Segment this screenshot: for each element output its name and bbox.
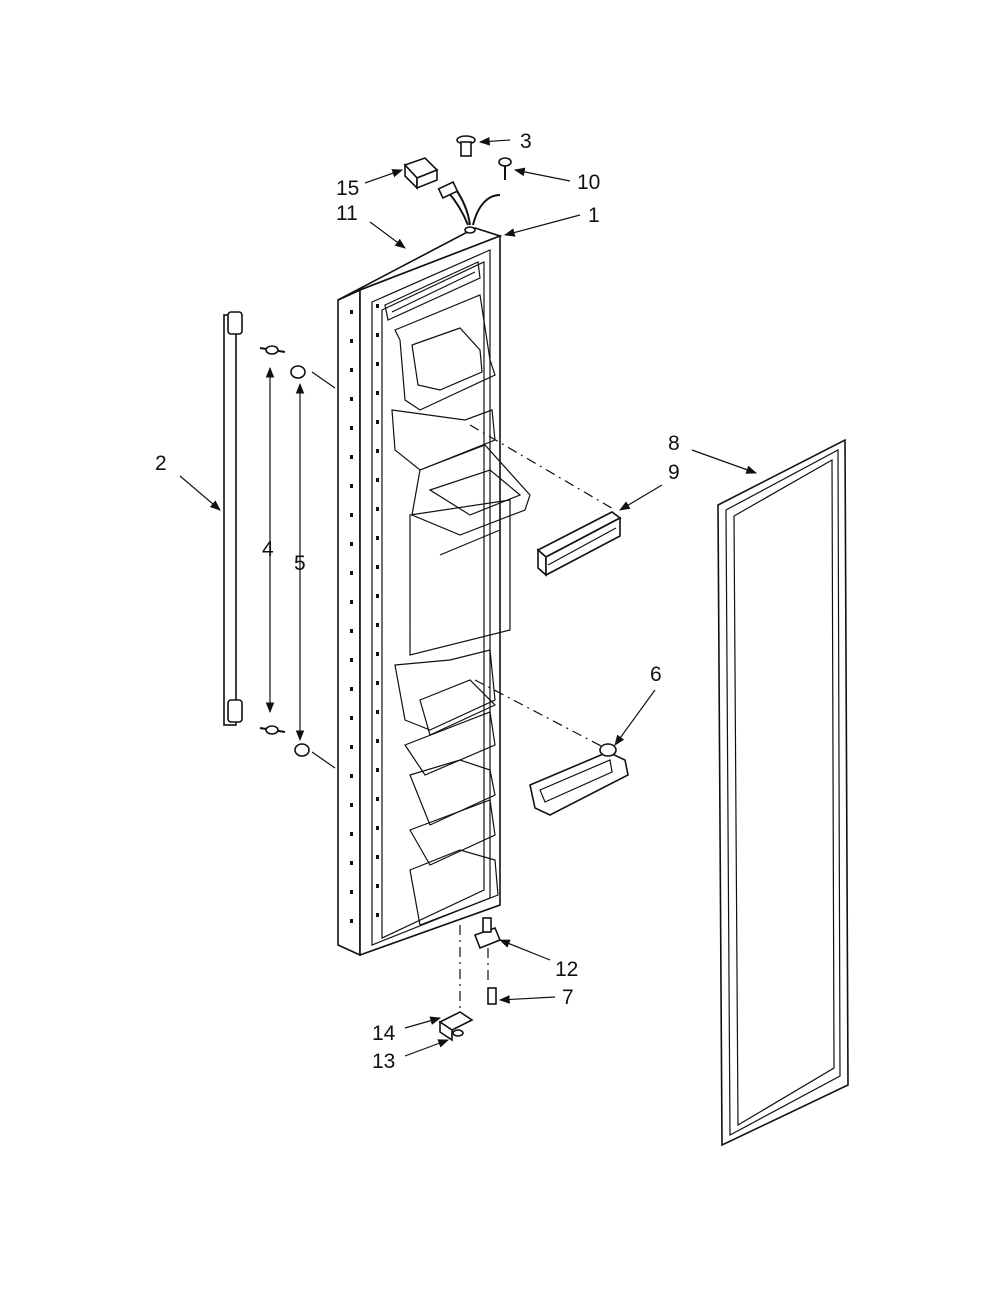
edge-hole xyxy=(376,797,379,801)
door-assembly xyxy=(337,227,503,957)
edge-hole xyxy=(376,536,379,540)
callout-3: 3 xyxy=(520,130,532,153)
leader-arrows xyxy=(179,137,758,1057)
callout-8: 8 xyxy=(668,432,680,455)
edge-hole xyxy=(350,368,353,372)
edge-hole xyxy=(350,745,353,749)
edge-hole xyxy=(376,681,379,685)
callout-4: 4 xyxy=(262,538,274,561)
edge-hole xyxy=(350,513,353,517)
callout-2: 2 xyxy=(155,452,167,475)
edge-hole xyxy=(350,600,353,604)
plug-top xyxy=(290,365,306,379)
edge-hole xyxy=(376,652,379,656)
screw-part-10 xyxy=(498,157,512,180)
callout-13: 13 xyxy=(372,1050,395,1073)
handle-screw-bottom xyxy=(259,725,286,735)
edge-hole xyxy=(376,449,379,453)
edge-hole xyxy=(376,391,379,395)
edge-hole xyxy=(350,919,353,923)
edge-hole xyxy=(376,710,379,714)
edge-hole xyxy=(376,362,379,366)
edge-hole xyxy=(350,484,353,488)
edge-hole xyxy=(376,333,379,337)
edge-hole xyxy=(376,768,379,772)
edge-hole xyxy=(350,571,353,575)
edge-hole xyxy=(350,426,353,430)
door-bin-part-6 xyxy=(474,679,629,816)
edge-hole xyxy=(376,826,379,830)
edge-hole xyxy=(376,304,379,308)
edge-hole xyxy=(376,565,379,569)
connector-part-15 xyxy=(403,157,439,190)
edge-hole xyxy=(350,310,353,314)
door-handle xyxy=(223,311,336,769)
edge-hole xyxy=(376,420,379,424)
edge-hole xyxy=(376,478,379,482)
edge-hole xyxy=(376,855,379,859)
edge-hole xyxy=(350,542,353,546)
edge-hole xyxy=(376,913,379,917)
edge-hole xyxy=(350,397,353,401)
callout-10: 10 xyxy=(577,171,600,194)
edge-hole xyxy=(350,803,353,807)
callout-7: 7 xyxy=(562,986,574,1009)
edge-hole xyxy=(376,884,379,888)
trim-part-9 xyxy=(469,424,622,577)
edge-hole xyxy=(350,832,353,836)
callout-5: 5 xyxy=(294,552,306,575)
edge-hole xyxy=(350,716,353,720)
edge-hole xyxy=(376,594,379,598)
door-edge-holes xyxy=(350,304,379,923)
edge-hole xyxy=(350,774,353,778)
door-gasket xyxy=(717,438,849,1147)
hinge-part-12 xyxy=(473,917,502,950)
callout-14: 14 xyxy=(372,1022,396,1045)
screw-part-7 xyxy=(487,987,497,1005)
edge-hole xyxy=(350,861,353,865)
door-shelves xyxy=(391,294,531,926)
callout-1: 1 xyxy=(588,204,600,227)
handle-screw-top xyxy=(259,345,286,355)
edge-hole xyxy=(350,629,353,633)
callout-9: 9 xyxy=(668,461,680,484)
callout-labels: 3 10 15 11 1 2 4 5 8 9 6 12 7 14 13 xyxy=(155,130,680,1073)
callout-11: 11 xyxy=(336,202,358,225)
edge-hole xyxy=(350,890,353,894)
edge-hole xyxy=(350,658,353,662)
callout-12: 12 xyxy=(555,958,578,981)
plug-bottom xyxy=(294,743,310,757)
edge-hole xyxy=(376,739,379,743)
plug-part-3 xyxy=(456,135,476,157)
edge-hole xyxy=(350,687,353,691)
callout-15: 15 xyxy=(336,177,359,200)
edge-hole xyxy=(350,455,353,459)
callout-6: 6 xyxy=(650,663,662,686)
edge-hole xyxy=(376,507,379,511)
screw-part-13 xyxy=(452,1029,464,1037)
edge-hole xyxy=(350,339,353,343)
edge-hole xyxy=(376,623,379,627)
wire-harness xyxy=(437,181,501,234)
bracket-part-14 xyxy=(438,1011,474,1042)
